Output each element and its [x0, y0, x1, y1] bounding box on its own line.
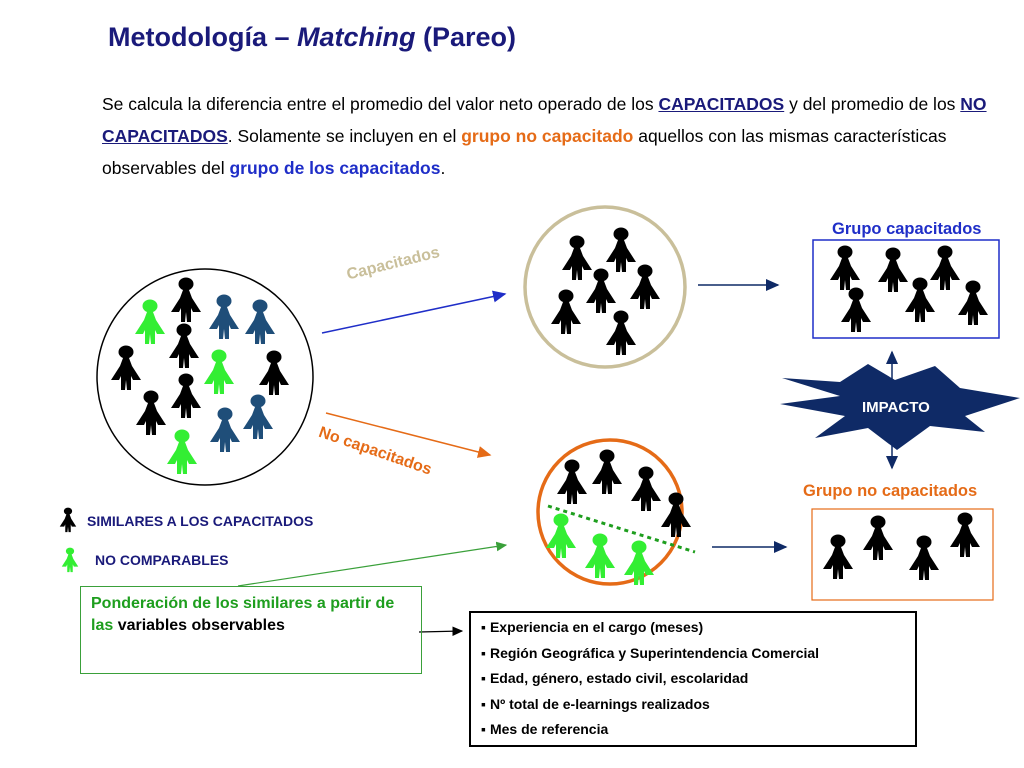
- group-trained-title: Grupo capacitados: [832, 220, 982, 238]
- person-icon: [592, 449, 622, 494]
- trained-people: [551, 227, 660, 355]
- person-icon: [171, 277, 201, 322]
- variable-item: Región Geográfica y Superintendencia Com…: [481, 641, 915, 667]
- keyword-grupo-capacitados: grupo de los capacitados: [229, 158, 441, 178]
- person-icon: [606, 310, 636, 355]
- variables-arrow: [418, 626, 464, 637]
- person-icon: [171, 373, 201, 418]
- person-icon: [210, 407, 240, 452]
- person-icon: [909, 535, 939, 580]
- weighting-connector: [237, 541, 508, 587]
- weighting-black-text: variables observables: [117, 617, 285, 634]
- person-icon: [585, 533, 615, 578]
- person-icon: [546, 513, 576, 558]
- person-icon: [562, 235, 592, 280]
- person-icon: [930, 245, 960, 290]
- group-untrained-title: Grupo no capacitados: [803, 482, 978, 500]
- person-icon: [111, 345, 141, 390]
- person-icon: [958, 280, 988, 325]
- person-icon: [59, 507, 77, 533]
- weighting-green-text: Ponderación de los similares a partir de…: [91, 595, 395, 634]
- person-icon: [169, 323, 199, 368]
- person-icon: [586, 268, 616, 313]
- legend-not-comparable-label: NO COMPARABLES: [95, 552, 229, 568]
- keyword-capacitados: CAPACITADOS: [658, 94, 785, 114]
- population-people: [111, 277, 289, 474]
- person-icon: [631, 466, 661, 511]
- person-icon: [878, 247, 908, 292]
- arrow-to-untrained: [325, 412, 492, 458]
- person-icon: [624, 540, 654, 585]
- group-trained-people: [830, 245, 988, 332]
- person-icon: [905, 277, 935, 322]
- person-icon: [841, 287, 871, 332]
- legend-icons: [59, 507, 79, 573]
- legend-similar-label: SIMILARES A LOS CAPACITADOS: [87, 513, 314, 529]
- person-icon: [863, 515, 893, 560]
- person-icon: [823, 534, 853, 579]
- variables-list: Experiencia en el cargo (meses) Región G…: [481, 615, 915, 743]
- person-icon: [204, 349, 234, 394]
- variable-item: Edad, género, estado civil, escolaridad: [481, 666, 915, 692]
- variables-box: Experiencia en el cargo (meses) Región G…: [469, 611, 917, 747]
- person-icon: [950, 512, 980, 557]
- person-icon: [167, 429, 197, 474]
- person-icon: [830, 245, 860, 290]
- matching-separator-line: [547, 504, 696, 554]
- person-icon: [209, 294, 239, 339]
- intro-paragraph: Se calcula la diferencia entre el promed…: [102, 94, 987, 178]
- person-icon: [243, 394, 273, 439]
- variable-item: Mes de referencia: [481, 717, 915, 743]
- untrained-people: [546, 449, 691, 585]
- impact-label: IMPACTO: [862, 399, 930, 416]
- variable-item: Experiencia en el cargo (meses): [481, 615, 915, 641]
- keyword-no-capacitados: NO CAPACITADOS: [102, 94, 987, 146]
- person-icon: [551, 289, 581, 334]
- person-icon: [136, 390, 166, 435]
- person-icon: [661, 492, 691, 537]
- person-icon: [630, 264, 660, 309]
- impact-star-shape: [780, 364, 1020, 450]
- person-icon: [557, 459, 587, 504]
- person-icon: [606, 227, 636, 272]
- variable-item: Nº total de e-learnings realizados: [481, 692, 915, 718]
- weighting-box: Ponderación de los similares a partir de…: [80, 586, 422, 674]
- keyword-grupo-no-capacitado: grupo no capacitado: [461, 126, 634, 146]
- group-untrained-people: [823, 512, 980, 580]
- person-icon: [259, 350, 289, 395]
- person-icon: [245, 299, 275, 344]
- arrow-to-trained: [321, 290, 507, 334]
- person-icon: [135, 299, 165, 344]
- page-title: Metodología – Matching (Pareo): [108, 22, 517, 52]
- person-icon: [61, 547, 79, 573]
